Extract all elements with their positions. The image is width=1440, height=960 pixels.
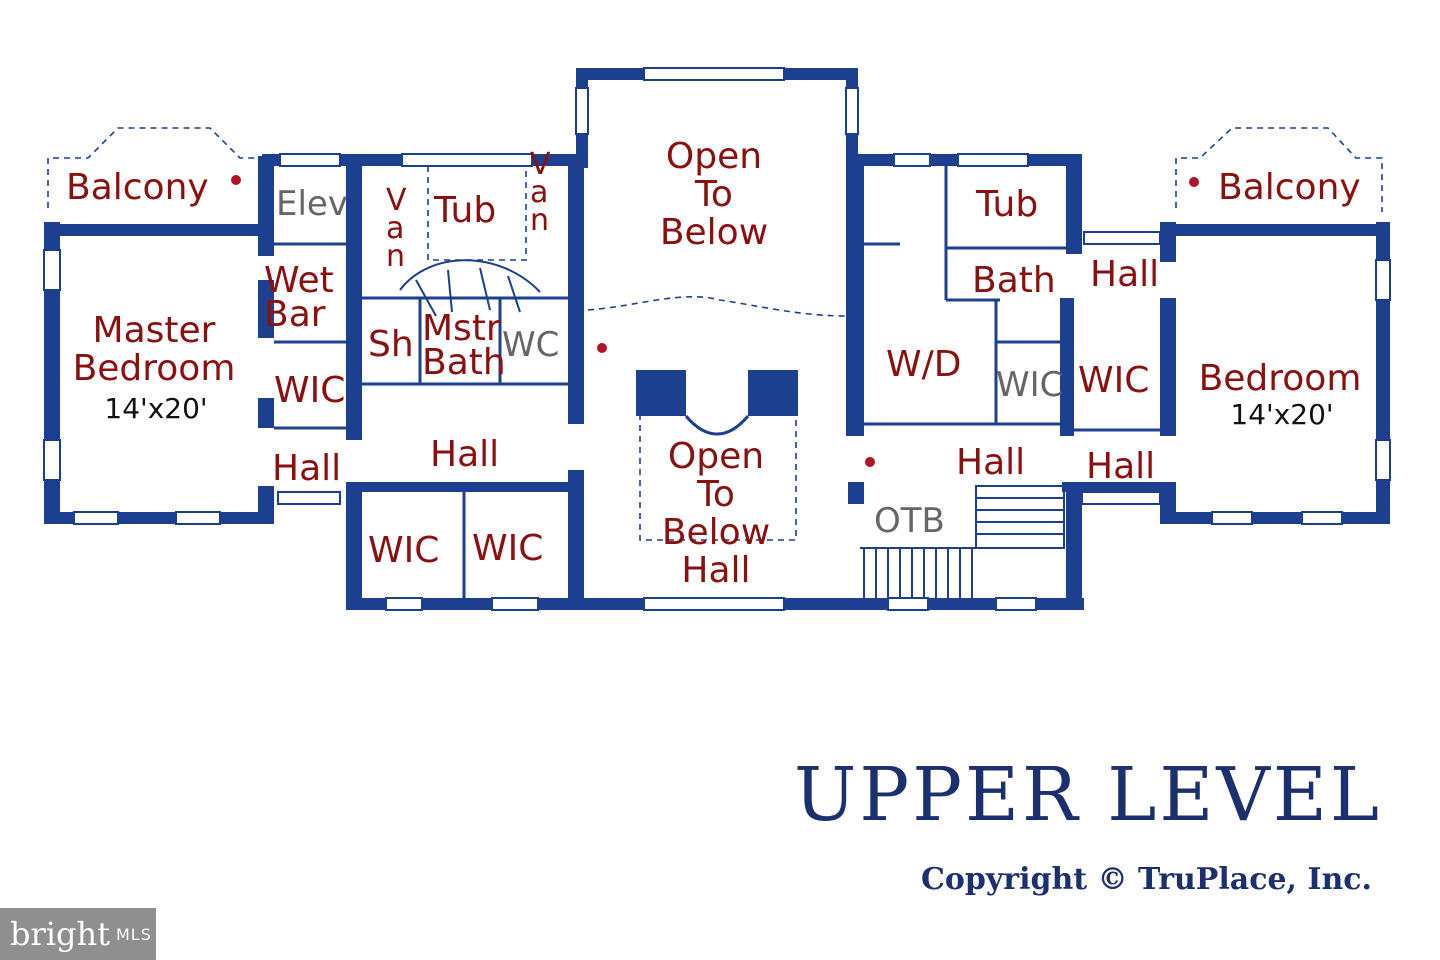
wic-master-label: WIC bbox=[274, 370, 345, 411]
tub-right-label: Tub bbox=[975, 184, 1038, 225]
wic-lower-1-label: WIC bbox=[368, 530, 439, 571]
level-title: UPPER LEVEL bbox=[794, 752, 1382, 838]
tub-center-label: Tub bbox=[433, 190, 496, 231]
hall-center-left-label: Hall bbox=[430, 434, 499, 475]
otb-hall-outline bbox=[639, 414, 797, 541]
hall-left-label: Hall bbox=[272, 448, 341, 489]
bedroom-label: Bedroom bbox=[1199, 358, 1362, 399]
sh-label: Sh bbox=[368, 324, 414, 365]
wic-lower-2-label: WIC bbox=[472, 528, 543, 569]
elev-label: Elev bbox=[276, 184, 348, 224]
balcony-right-outline bbox=[1175, 127, 1383, 212]
bedroom-dimensions: 14'x20' bbox=[1230, 398, 1333, 431]
hall-center-right-label: Hall bbox=[956, 442, 1025, 483]
marker-balcony-right bbox=[1189, 177, 1199, 187]
wic-right-label: WIC bbox=[1078, 360, 1149, 401]
hall-right-label: Hall bbox=[1086, 446, 1155, 487]
shower-arcs bbox=[399, 259, 541, 317]
balcony-left-outline bbox=[47, 127, 263, 208]
bright-mls-watermark: bright MLS bbox=[0, 908, 156, 960]
interior-walls bbox=[274, 166, 1166, 600]
balcony-left-label: Balcony bbox=[66, 167, 209, 208]
wic-small-label: WIC bbox=[996, 365, 1063, 405]
otb-label: OTB bbox=[874, 501, 945, 541]
watermark-suffix: MLS bbox=[115, 924, 152, 944]
open-to-below-boundary bbox=[587, 295, 847, 317]
hall-upper-right-label: Hall bbox=[1090, 254, 1159, 295]
balcony-right-label: Balcony bbox=[1218, 167, 1361, 208]
marker-balcony-left bbox=[231, 175, 241, 185]
pillar-left bbox=[636, 370, 686, 416]
staircase bbox=[860, 485, 1065, 598]
copyright-notice: Copyright © TruPlace, Inc. bbox=[921, 862, 1372, 897]
watermark-brand: bright bbox=[10, 915, 110, 953]
bath-label: Bath bbox=[972, 260, 1056, 301]
w-d-label: W/D bbox=[886, 344, 961, 385]
marker-center bbox=[597, 343, 607, 353]
pillar-right bbox=[748, 370, 798, 416]
marker-hall bbox=[865, 457, 875, 467]
windows bbox=[43, 67, 1391, 611]
wc-label: WC bbox=[502, 325, 559, 365]
master-dimensions: 14'x20' bbox=[104, 392, 207, 425]
